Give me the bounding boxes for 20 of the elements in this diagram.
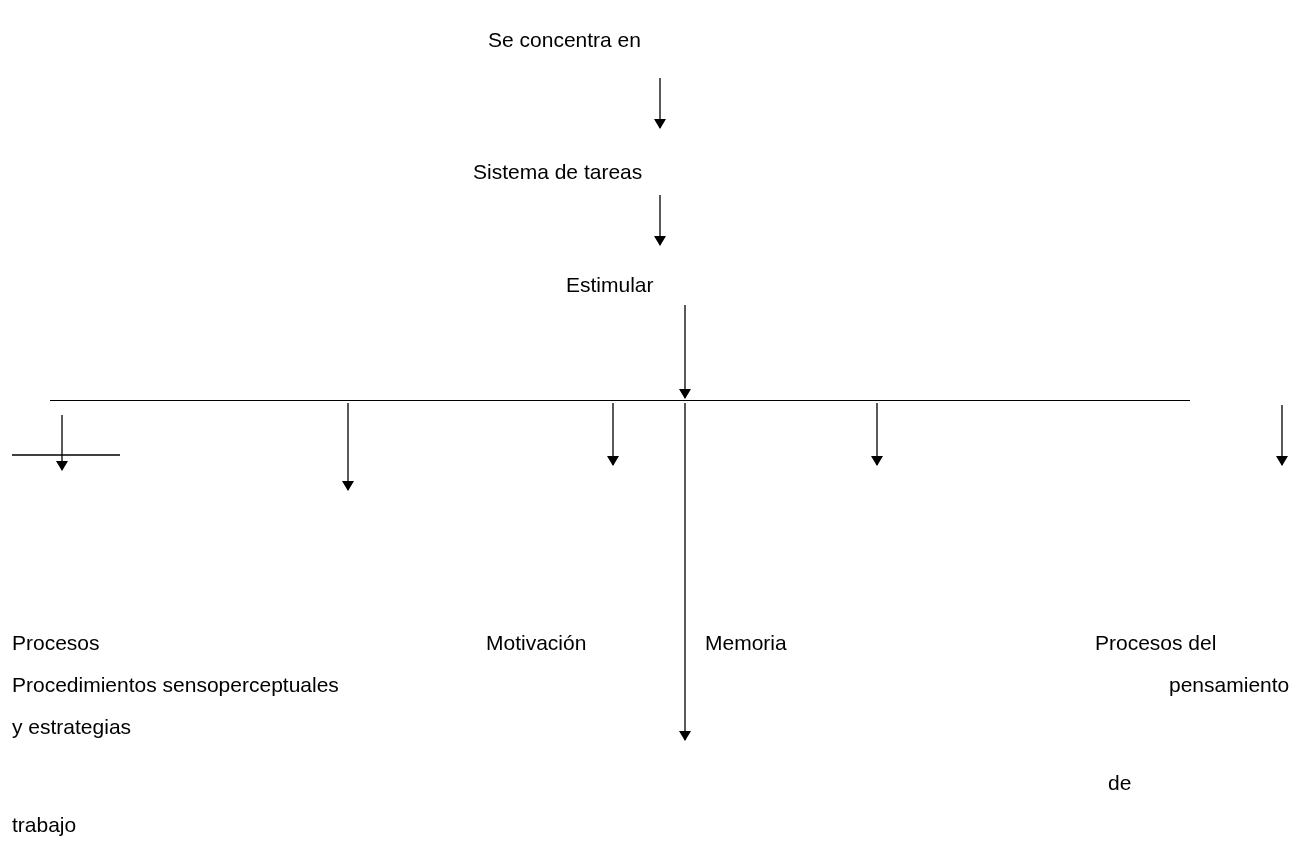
label-text: trabajo [12,813,77,837]
label-text: y estrategias [12,715,132,739]
node-text: Sistema de tareas [473,160,643,184]
label-text: Motivación [486,631,587,655]
arrow [56,414,68,471]
label-text: Memoria [705,631,787,655]
label-text: pensamiento [1169,673,1290,697]
node-text: Estimular [566,273,654,297]
arrow [871,402,883,466]
node-text: Se concentra en [488,28,641,52]
label-text: de [1108,771,1132,795]
label-text: Procedimientos sensoperceptuales [12,673,339,697]
label-text: Procesos [12,631,100,655]
arrow [679,402,691,741]
arrow [679,304,691,399]
arrow [607,402,619,466]
arrow [342,402,354,491]
arrow [654,77,666,129]
label-text: Procesos del [1095,631,1217,655]
arrow [654,194,666,246]
